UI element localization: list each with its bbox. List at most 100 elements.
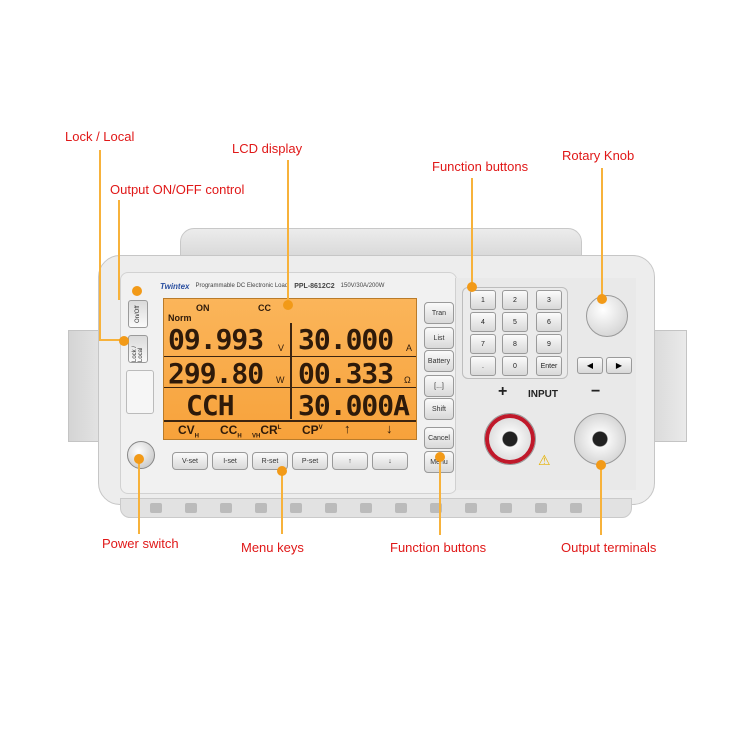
key-5[interactable]: 5 (502, 312, 528, 332)
p-set-key[interactable]: P-set (292, 452, 328, 470)
negative-terminal[interactable] (574, 413, 626, 465)
lcd-divider (290, 323, 292, 419)
i-set-key[interactable]: I-set (212, 452, 248, 470)
base-vent (535, 503, 547, 513)
panel-header: Twintex Programmable DC Electronic Load … (160, 279, 418, 293)
lcd-menu-cc-sub: H (237, 433, 242, 440)
lcd-display-callout: LCD display (232, 141, 303, 156)
warning-icon: ⚠ (538, 452, 551, 468)
lcd-voltage-unit: V (278, 343, 285, 353)
minus-sign: − (591, 383, 601, 400)
key-1[interactable]: 1 (470, 290, 496, 310)
base-vent (395, 503, 407, 513)
right-arrow-button[interactable]: ▶ (606, 357, 632, 374)
lcd-status-on: ON (196, 303, 210, 313)
lcd-menu-cp-sup: V (318, 425, 323, 431)
lock-local-callout: Lock / Local (65, 129, 135, 144)
lcd-menu-cc: CCH (220, 423, 242, 439)
list-button[interactable]: List (424, 327, 454, 349)
key-2[interactable]: 2 (502, 290, 528, 310)
leader-line (281, 470, 283, 534)
r-set-key[interactable]: R-set (252, 452, 288, 470)
callout-dot (119, 336, 129, 346)
key-9[interactable]: 9 (536, 334, 562, 354)
key-0[interactable]: 0 (502, 356, 528, 376)
callout-dot (467, 282, 477, 292)
usb-slot (126, 370, 154, 414)
callout-dot (134, 454, 144, 464)
function-buttons-top-callout: Function buttons (432, 159, 529, 174)
lcd-menu-cc-label: CC (220, 423, 238, 437)
base-vent (150, 503, 162, 513)
device-rating: 150V/30A/200W (340, 283, 385, 289)
lcd-current: 30.000 (298, 323, 394, 356)
base-vent (500, 503, 512, 513)
v-set-key[interactable]: V-set (172, 452, 208, 470)
key-dot[interactable]: . (470, 356, 496, 376)
cancel-button[interactable]: Cancel (424, 427, 454, 449)
callout-dot (597, 294, 607, 304)
lcd-divider (164, 420, 416, 422)
lcd-menu-cv: CVH (178, 423, 199, 439)
battery-button[interactable]: Battery (424, 350, 454, 372)
device-title: Programmable DC Electronic Load (195, 283, 289, 289)
key-4[interactable]: 4 (470, 312, 496, 332)
enter-key[interactable]: Enter (536, 356, 562, 376)
rotary-knob[interactable] (586, 295, 628, 337)
lcd-resistance-unit: Ω (404, 375, 411, 385)
key-8[interactable]: 8 (502, 334, 528, 354)
lcd-status-cc: CC (258, 303, 271, 313)
lcd-mode: CCH (186, 389, 235, 422)
brand-logo: Twintex (160, 281, 190, 291)
lcd-menu-cr-pre: VH (252, 433, 261, 440)
power-switch[interactable] (127, 441, 155, 469)
menu-keys-callout: Menu keys (241, 540, 304, 555)
lcd-power-unit: W (276, 375, 285, 385)
base-vent (430, 503, 442, 513)
rotary-knob-callout: Rotary Knob (562, 148, 635, 163)
onoff-button[interactable]: On/Off (128, 300, 148, 328)
positive-terminal[interactable] (484, 413, 536, 465)
key-3[interactable]: 3 (536, 290, 562, 310)
callout-dot (132, 286, 142, 296)
base-vent (220, 503, 232, 513)
power-switch-callout: Power switch (102, 536, 179, 551)
lcd-menu-down: ↓ (386, 421, 393, 436)
shift-button[interactable]: Shift (424, 398, 454, 420)
base-vent (465, 503, 477, 513)
lcd-divider (164, 387, 416, 388)
lcd-current-unit: A (406, 343, 413, 353)
up-key[interactable]: ↑ (332, 452, 368, 470)
lcd-resistance: 00.333 (298, 357, 394, 390)
base-vent (360, 503, 372, 513)
input-label: INPUT (528, 389, 558, 400)
lcd-menu-cp: CPV (302, 423, 323, 437)
leader-line (600, 465, 602, 535)
key-6[interactable]: 6 (536, 312, 562, 332)
leader-line (471, 178, 473, 286)
lcd-menu-cr-label: CR (260, 423, 278, 437)
tran-button[interactable]: Tran (424, 302, 454, 324)
leader-line (99, 339, 127, 341)
callout-dot (283, 300, 293, 310)
lcd-divider (164, 356, 416, 357)
lock-local-button[interactable]: Lock / Local (128, 335, 148, 363)
output-terminals-callout: Output terminals (561, 540, 657, 555)
lcd-status-norm: Norm (168, 313, 192, 323)
lcd-menu-cv-label: CV (178, 423, 195, 437)
lcd-menu-cr-sup: L (277, 425, 282, 431)
base-vent (290, 503, 302, 513)
base-vent (570, 503, 582, 513)
lcd-setpoint: 30.000A (298, 389, 410, 422)
callout-dot (596, 460, 606, 470)
key-7[interactable]: 7 (470, 334, 496, 354)
ellipsis-button[interactable]: [...] (424, 375, 454, 397)
down-key[interactable]: ↓ (372, 452, 408, 470)
callout-dot (277, 466, 287, 476)
base-vent (325, 503, 337, 513)
lcd-menu-cr: VHCRL (252, 423, 281, 439)
lcd-voltage: 09.993 (168, 323, 264, 356)
lcd-menu-cp-label: CP (302, 423, 319, 437)
leader-line (99, 150, 101, 340)
left-arrow-button[interactable]: ◀ (577, 357, 603, 374)
